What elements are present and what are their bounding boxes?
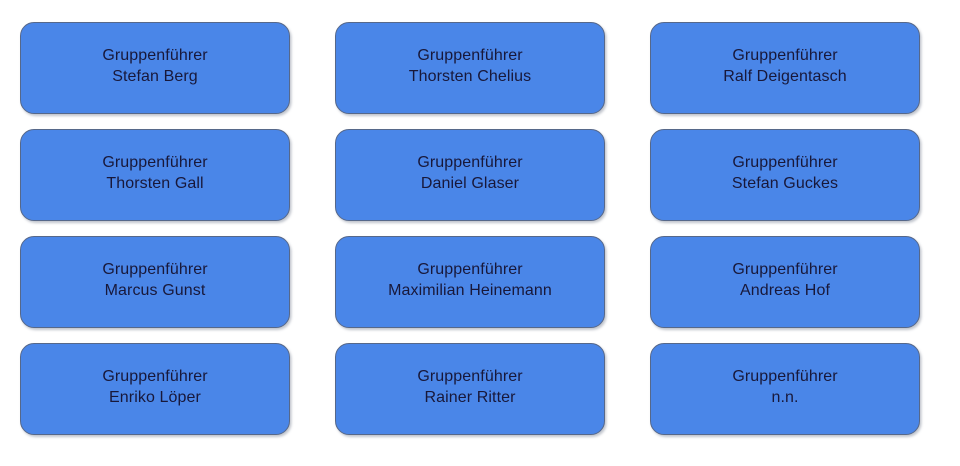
org-node[interactable]: Gruppenführer Ralf Deigentasch [650, 22, 920, 114]
node-role: Gruppenführer [417, 153, 523, 171]
node-name: Enriko Löper [109, 389, 201, 406]
node-role: Gruppenführer [417, 46, 523, 64]
node-role: Gruppenführer [102, 153, 208, 171]
node-name: Maximilian Heinemann [388, 282, 552, 299]
node-role: Gruppenführer [417, 367, 523, 385]
org-node[interactable]: Gruppenführer n.n. [650, 343, 920, 435]
org-node[interactable]: Gruppenführer Thorsten Gall [20, 129, 290, 221]
node-role: Gruppenführer [732, 260, 838, 278]
node-name: Stefan Guckes [731, 175, 839, 192]
node-name: Thorsten Chelius [408, 68, 532, 85]
node-role: Gruppenführer [102, 367, 208, 385]
node-name: n.n. [771, 389, 799, 406]
node-name: Rainer Ritter [424, 389, 516, 406]
node-role: Gruppenführer [732, 367, 838, 385]
node-role: Gruppenführer [102, 46, 208, 64]
node-role: Gruppenführer [732, 153, 838, 171]
node-name: Daniel Glaser [420, 175, 520, 192]
node-name: Stefan Berg [112, 68, 198, 85]
node-grid: Gruppenführer Stefan Berg Gruppenführer … [20, 22, 920, 446]
node-name: Ralf Deigentasch [723, 68, 847, 85]
org-node[interactable]: Gruppenführer Rainer Ritter [335, 343, 605, 435]
org-node[interactable]: Gruppenführer Stefan Guckes [650, 129, 920, 221]
org-node[interactable]: Gruppenführer Marcus Gunst [20, 236, 290, 328]
node-role: Gruppenführer [732, 46, 838, 64]
node-role: Gruppenführer [102, 260, 208, 278]
org-node[interactable]: Gruppenführer Daniel Glaser [335, 129, 605, 221]
node-name: Marcus Gunst [104, 282, 206, 299]
node-name: Andreas Hof [739, 282, 831, 299]
node-role: Gruppenführer [417, 260, 523, 278]
org-node[interactable]: Gruppenführer Thorsten Chelius [335, 22, 605, 114]
node-name: Thorsten Gall [106, 175, 204, 192]
org-node[interactable]: Gruppenführer Enriko Löper [20, 343, 290, 435]
org-node[interactable]: Gruppenführer Maximilian Heinemann [335, 236, 605, 328]
org-node[interactable]: Gruppenführer Andreas Hof [650, 236, 920, 328]
org-node[interactable]: Gruppenführer Stefan Berg [20, 22, 290, 114]
